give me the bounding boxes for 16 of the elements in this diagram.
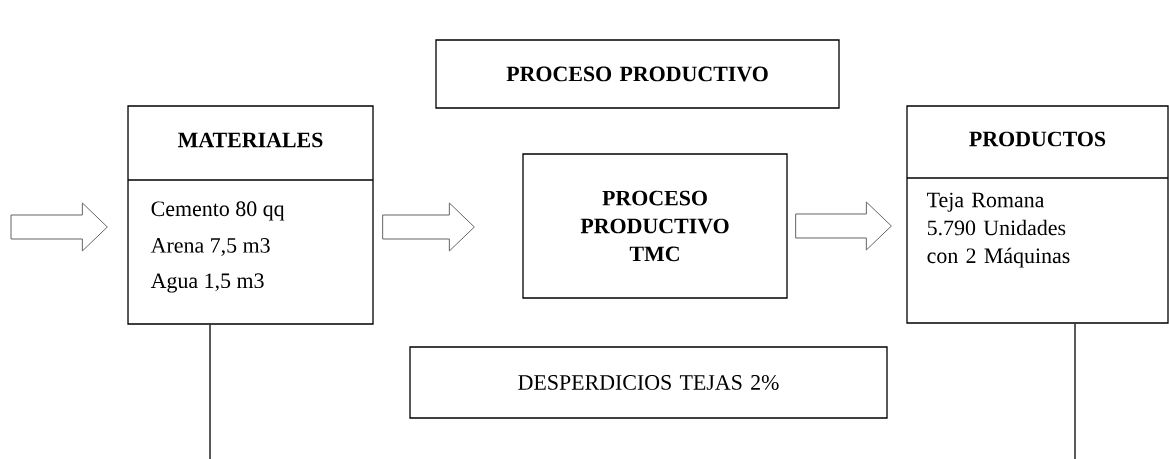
connector-line (1074, 323, 1076, 459)
process-box: DESPERDICIOS TEJAS 2% (409, 346, 888, 419)
connector-line (209, 324, 211, 459)
box-heading: PRODUCTOS (969, 131, 1106, 147)
list-item: Agua 1,5 m3 (150, 273, 264, 293)
process-box: PROCESO PRODUCTIVO TMC (522, 153, 788, 299)
box-heading: MATERIALES (178, 132, 323, 148)
block-arrow (10, 202, 108, 252)
block-arrow (382, 202, 475, 252)
box-text: Teja Romana 5.790 Unidades con 2 Máquinas (927, 192, 1070, 268)
block-arrow (795, 201, 892, 251)
process-box: PROCESO PRODUCTIVO (435, 39, 840, 109)
list-item: Arena 7,5 m3 (150, 238, 270, 256)
table-box (906, 105, 1169, 324)
table-box (127, 105, 374, 325)
list-item: Cemento 80 qq (151, 201, 285, 221)
